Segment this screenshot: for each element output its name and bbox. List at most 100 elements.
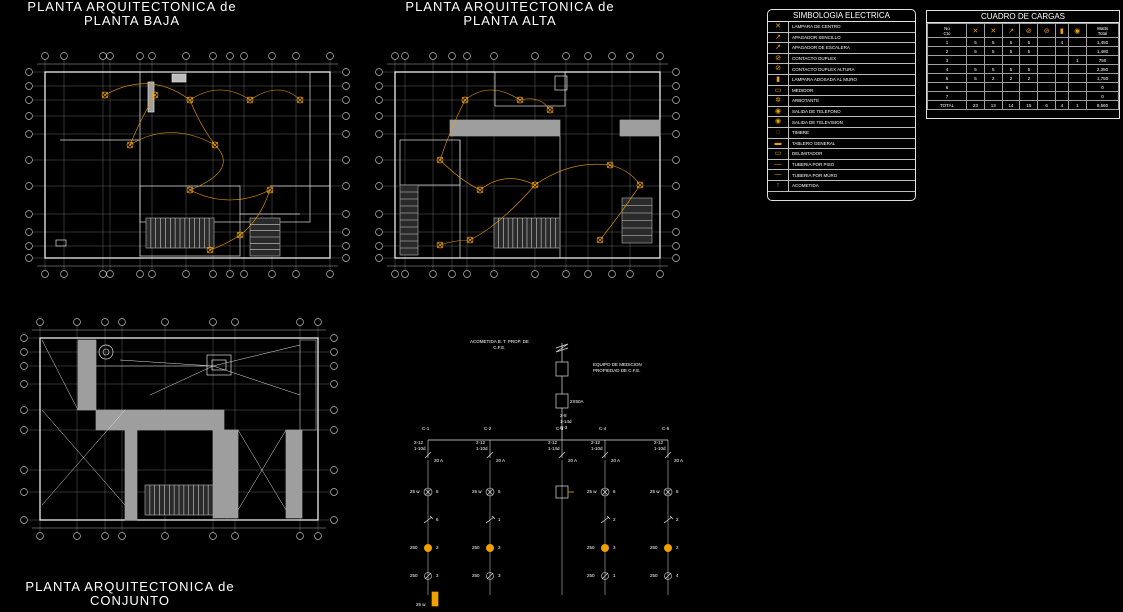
main-breaker-label: 2X50A xyxy=(570,399,584,404)
circuit-wire-label: 2-12 1-10d xyxy=(654,440,666,451)
grid-bubble xyxy=(375,156,383,164)
grid-bubble xyxy=(463,270,471,278)
circuit-count-label: 2 xyxy=(676,517,679,522)
grid-bubble xyxy=(375,112,383,120)
lamp-ceiling-icon xyxy=(423,487,433,497)
lamp-ceiling-icon xyxy=(186,96,194,104)
wiring-path xyxy=(439,99,466,161)
fan-icon: ✲ xyxy=(768,96,789,106)
wall-block xyxy=(225,429,239,519)
circuit-watts-label: 25 w xyxy=(587,489,597,494)
wall-block xyxy=(212,429,228,519)
doorbell-icon: ◌ xyxy=(768,127,789,138)
grid-bubble xyxy=(330,516,338,524)
grid-bubble xyxy=(342,156,350,164)
grid-bubble xyxy=(60,270,68,278)
lamp-cross xyxy=(486,488,494,496)
lamp-ceiling-icon xyxy=(606,161,614,169)
grid-bubble xyxy=(20,406,28,414)
tv-outlet-icon: ◉ xyxy=(768,117,789,127)
circuit-count-label: 6 xyxy=(676,489,679,494)
phone-outlet-icon: ◉ xyxy=(768,106,789,117)
lamp-cross xyxy=(424,488,432,496)
load-table-cell: 2 xyxy=(1001,73,1021,83)
service-entry-icon xyxy=(555,343,569,353)
switch-single-icon xyxy=(663,515,674,524)
grid-bubble xyxy=(240,270,248,278)
circuit-count-label: 3 xyxy=(613,545,616,550)
grid-bubble xyxy=(314,532,322,540)
grid-bubble xyxy=(429,52,437,60)
circuit-count-label: 6 xyxy=(436,489,439,494)
load-table-cell: 15 xyxy=(1019,100,1039,110)
wall-pipe-icon: — xyxy=(768,170,789,180)
grid-bubble xyxy=(448,270,456,278)
outlet-high-icon xyxy=(424,572,432,580)
grid-bubble xyxy=(20,380,28,388)
grid-bubble xyxy=(490,52,498,60)
circuit-id-label: C-5 xyxy=(662,426,670,431)
grid-bubble xyxy=(375,82,383,90)
outlet-slash xyxy=(601,572,609,580)
grid-bubble xyxy=(20,348,28,356)
circuit-count-label: 2 xyxy=(613,517,616,522)
symbol-legend-panel: SIMBOLOGIA ELECTRICA ✕LAMPARA DE CENTRO↗… xyxy=(767,9,916,201)
load-table-cell: 4 xyxy=(926,64,968,74)
grid-bubble xyxy=(342,242,350,250)
circuit-breaker-label: 20 A xyxy=(434,458,444,463)
wiring-path xyxy=(439,159,641,191)
feeder-label: 2-8 1-14d C-3 xyxy=(560,413,572,430)
load-table-cell xyxy=(966,82,985,92)
load-table-cell xyxy=(983,91,1003,101)
bathroom-wall xyxy=(494,71,566,107)
lamp-ceiling-icon xyxy=(516,96,524,104)
lamp-ceiling-icon xyxy=(186,186,194,194)
circuit-count-label: 6 xyxy=(613,489,616,494)
grid-bubble xyxy=(25,68,33,76)
wall-block xyxy=(124,429,138,521)
symbol-legend-label: APAGADOR DE ESCALERA xyxy=(792,45,850,51)
outlet-icon xyxy=(664,544,672,552)
circuit-watts-label: 250 xyxy=(410,545,418,550)
roof-line xyxy=(212,365,301,396)
load-table-cell xyxy=(1067,73,1088,83)
grid-bubble xyxy=(20,466,28,474)
grid-bubble xyxy=(391,52,399,60)
grid-bubble xyxy=(25,82,33,90)
load-table-cell xyxy=(1019,91,1039,101)
symbol-legend-label: ARBOTANTE xyxy=(792,98,820,104)
grid-bubble xyxy=(25,112,33,120)
load-table-cell: 2 xyxy=(983,73,1003,83)
grid-bubble xyxy=(106,270,114,278)
lamp-ceiling-icon xyxy=(266,186,274,194)
load-table-cell xyxy=(1037,64,1057,74)
load-table-cell: 6 xyxy=(1037,100,1057,110)
lamp-ceiling-icon xyxy=(476,186,484,194)
lamp-ceiling-icon xyxy=(101,91,109,99)
roof-line xyxy=(149,365,214,396)
grid-bubble xyxy=(25,228,33,236)
grid-bubble xyxy=(672,96,680,104)
breaker-icon xyxy=(664,451,672,459)
symbol-legend-row: ▭MEDIDOR xyxy=(768,85,915,97)
lamp-ceiling-icon xyxy=(600,487,610,497)
grid-bubble xyxy=(672,228,680,236)
load-table-cell: 5 xyxy=(983,64,1003,74)
grid-bubble xyxy=(296,318,304,326)
grid-bubble xyxy=(41,270,49,278)
load-table-cell: 5 xyxy=(1019,37,1039,47)
room-wall xyxy=(139,185,241,257)
load-table-cell xyxy=(983,55,1003,65)
grid-bubble xyxy=(584,52,592,60)
grid-bubble xyxy=(25,182,33,190)
grid-bubble xyxy=(25,130,33,138)
grid-bubble xyxy=(672,254,680,262)
load-table-cell: 5 xyxy=(966,64,985,74)
grid-bubble xyxy=(375,96,383,104)
title-conjunto: PLANTA ARQUITECTONICA de CONJUNTO xyxy=(25,579,235,608)
load-table-cell xyxy=(1019,55,1039,65)
load-table-cell: 23 xyxy=(966,100,985,110)
